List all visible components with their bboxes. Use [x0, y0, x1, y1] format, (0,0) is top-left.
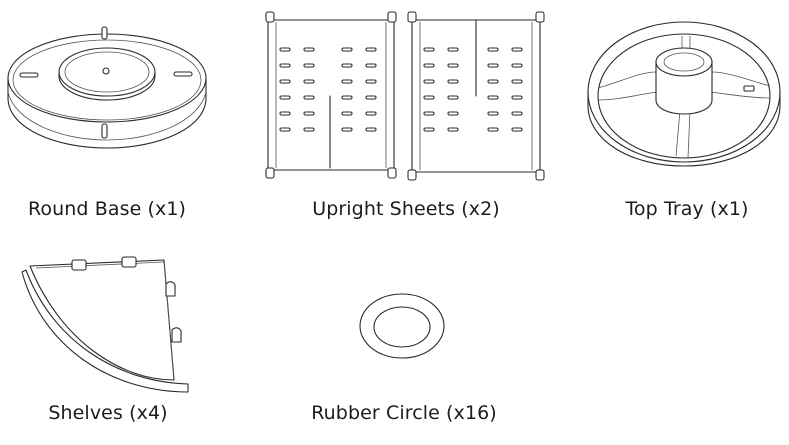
sheet-slot [280, 96, 290, 99]
sheet-slot [342, 48, 352, 51]
sheet-slot [488, 96, 498, 99]
sheet-slot [448, 128, 458, 131]
label-upright-sheets: Upright Sheets (x2) [312, 198, 500, 220]
sheet-slot [280, 80, 290, 83]
sheet-slot [488, 64, 498, 67]
sheet-slot [304, 128, 314, 131]
sheet-slot [304, 80, 314, 83]
sheet-slot [488, 128, 498, 131]
shelf-shape [22, 257, 188, 392]
top-tray-shape [588, 22, 780, 166]
label-rubber-circle: Rubber Circle (x16) [311, 402, 497, 424]
label-shelves: Shelves (x4) [48, 402, 168, 424]
sheet-slot [488, 48, 498, 51]
sheet-slot [366, 48, 376, 51]
sheet-slot [366, 80, 376, 83]
sheet-slot [512, 128, 522, 131]
sheet-slot [280, 128, 290, 131]
sheet-slot [342, 80, 352, 83]
round-base-shape [8, 27, 206, 148]
sheet-slot [280, 48, 290, 51]
sheet-slot [304, 112, 314, 115]
label-top-tray: Top Tray (x1) [625, 198, 749, 220]
sheet-slot [424, 64, 434, 67]
sheet-slot [448, 48, 458, 51]
sheet-slot [512, 48, 522, 51]
sheet-slot [280, 112, 290, 115]
upright-sheet-right [408, 12, 544, 180]
sheet-slot [342, 128, 352, 131]
sheet-slot [448, 80, 458, 83]
sheet-slot [448, 96, 458, 99]
sheet-slot [304, 48, 314, 51]
sheet-slot [512, 96, 522, 99]
sheet-slot [424, 128, 434, 131]
sheet-slot [342, 64, 352, 67]
sheet-slot [424, 48, 434, 51]
sheet-slot [366, 112, 376, 115]
sheet-slot [342, 112, 352, 115]
sheet-slot [366, 64, 376, 67]
sheet-slot [304, 64, 314, 67]
sheet-slot [424, 80, 434, 83]
sheet-slot [366, 128, 376, 131]
sheet-slot [448, 64, 458, 67]
sheet-slot [488, 80, 498, 83]
sheet-slot [512, 64, 522, 67]
sheet-slot [342, 96, 352, 99]
sheet-slot [304, 96, 314, 99]
label-round-base: Round Base (x1) [27, 198, 187, 220]
sheet-slot [424, 96, 434, 99]
sheet-slot [366, 96, 376, 99]
rubber-circle-shape [360, 294, 444, 358]
sheet-slot [488, 112, 498, 115]
sheet-slot [512, 112, 522, 115]
upright-sheet-left [266, 12, 396, 178]
sheet-slot [280, 64, 290, 67]
sheet-slot [424, 112, 434, 115]
sheet-slot [448, 112, 458, 115]
sheet-slot [512, 80, 522, 83]
